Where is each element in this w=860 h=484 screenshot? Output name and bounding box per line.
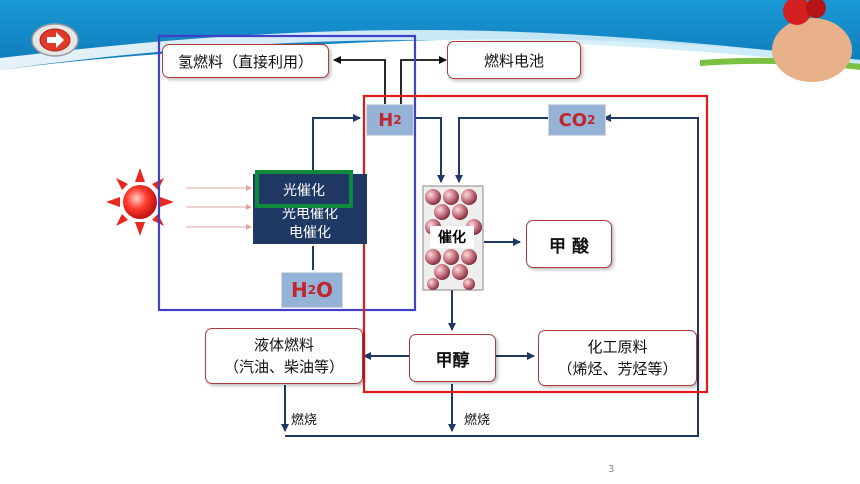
combustion-label-left: 燃烧 xyxy=(291,413,318,428)
chemical-feedstock-box: 化工原料 （烯烃、芳烃等） xyxy=(538,330,697,386)
liquid-fuel-examples: （汽油、柴油等） xyxy=(223,358,344,376)
blue-frame xyxy=(157,34,417,312)
photoelectrocatalysis-label: 光电催化 xyxy=(282,206,338,222)
photocatalysis-highlight-label: 光催化 xyxy=(283,183,325,199)
liquid-fuel-box: 液体燃料 （汽油、柴油等） xyxy=(205,328,363,384)
h2o-symbol: H xyxy=(290,278,308,302)
red-frame xyxy=(362,94,709,394)
green-highlight-frame xyxy=(255,170,353,208)
co2-symbol: CO xyxy=(558,109,588,131)
liquid-fuel-title: 液体燃料 xyxy=(253,336,314,354)
methanol-box: 甲醇 xyxy=(409,334,496,382)
h2-symbol: H xyxy=(378,109,394,131)
right-arrow-icon xyxy=(31,23,79,57)
chemical-feedstock-examples: （烯烃、芳烃等） xyxy=(557,360,678,378)
h2-subscript: 2 xyxy=(393,113,402,127)
page-number: 3 xyxy=(608,464,615,475)
next-slide-button[interactable] xyxy=(30,22,80,58)
combustion-label-middle: 燃烧 xyxy=(464,413,491,428)
formic-acid-box: 甲 酸 xyxy=(526,220,612,268)
h2o-subscript: 2 xyxy=(307,283,317,297)
sun-icon xyxy=(106,168,174,236)
h2o-tail: O xyxy=(316,278,334,302)
fuel-cell-box: 燃料电池 xyxy=(447,41,581,79)
catalysis-label: 催化 xyxy=(430,226,474,248)
chemical-feedstock-title: 化工原料 xyxy=(587,338,648,356)
hydrogen-fuel-box: 氢燃料（直接利用） xyxy=(162,44,329,78)
electrocatalysis-label: 电催化 xyxy=(289,225,331,241)
co2-subscript: 2 xyxy=(587,113,596,127)
